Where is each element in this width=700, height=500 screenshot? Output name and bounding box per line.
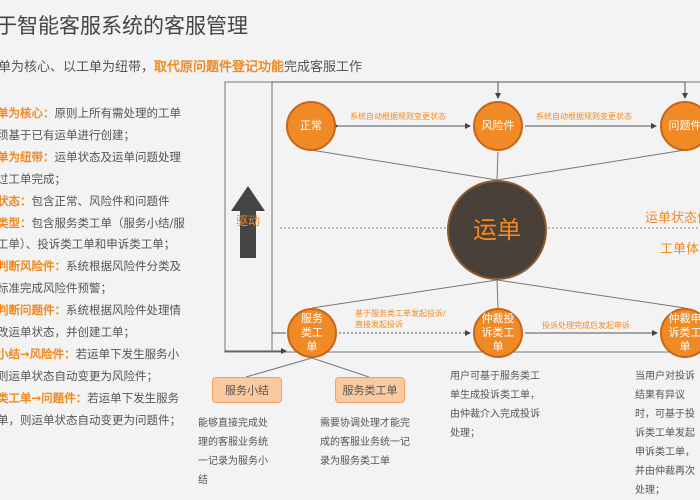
bullet-text: 包含服务类工单（服务小结/服 — [31, 215, 185, 230]
bullet-text: 系统根据风险件处理情 — [66, 303, 181, 318]
bullet-text: 单，则运单状态自动变更为问题件； — [0, 412, 181, 427]
arrow-frame-service — [224, 348, 287, 354]
bullet-key: 类工单→问题件： — [0, 390, 88, 405]
bullet-line: 单为核心：原则上所有需处理的工单 — [0, 105, 181, 121]
drive-arrow-icon — [231, 186, 265, 258]
subtitle: 单为核心、以工单为纽带，取代原问题件登记功能完成客服工作 — [0, 56, 362, 75]
link-risk-center — [496, 151, 499, 181]
state-risk: 风险件 — [473, 101, 523, 151]
desc-appeal: 当用户对投诉结果有异议时，可基于投诉类工单发起申诉类工单，并由仲裁再次处理； — [635, 371, 695, 496]
bullet-text: 过工单完成； — [0, 171, 66, 186]
bullet-line: 小结→风险件：若运单下发生服务小 — [0, 346, 179, 362]
edge-label-normal-risk: 系统自动根据规则变更状态 — [350, 112, 446, 121]
edge-label-complaint-appeal: 投诉处理完成后发起申诉 — [542, 321, 630, 330]
bullet-text: 标准完成风险件预警； — [0, 281, 112, 296]
bullet-line: 改运单状态，并创建工单； — [0, 324, 135, 340]
bullet-text: 包含正常、风险件和问题件 — [31, 193, 170, 208]
bullet-key: 单为核心： — [0, 106, 55, 120]
bullet-line: 判断问题件：系统根据风险件处理情 — [0, 302, 181, 318]
bullet-text: 系统根据风险件分类及 — [66, 259, 181, 274]
ticket-appeal: 仲裁申诉类工单 — [660, 308, 700, 358]
bullet-line: 状态：包含正常、风险件和问题件 — [0, 193, 170, 209]
subtitle-text: 单为核心、以工单为纽带， — [0, 60, 155, 75]
link-normal-center — [310, 149, 498, 181]
bullet-text: 工单）、投诉类工单和申诉类工单； — [0, 237, 176, 252]
bullet-text: 若运单下发生服务小 — [75, 346, 180, 361]
page-title: 于智能客服系统的客服管理 — [0, 14, 248, 38]
bullet-line: 单为纽带：运单状态及运单问题处理 — [0, 149, 181, 165]
link-center-complaint — [496, 279, 499, 309]
box-service-summary: 服务小结 — [212, 377, 282, 403]
bullet-key: 类型： — [0, 215, 32, 230]
edge-label-service-complaint: 基于服务类工单发起投诉/ 直接发起投诉 — [355, 309, 446, 329]
subtitle-text-end: 完成客服工作 — [284, 60, 363, 75]
link-center-appeal — [496, 279, 686, 309]
desc-complaint: 用户可基于服务类工单生成投诉类工单，由仲裁介入完成投诉处理； — [450, 371, 540, 439]
desc-service-summary: 能够直接完成处理的客服业务统一记录为服务小结 — [198, 418, 268, 486]
bullet-line: 须基于已有运单进行创建； — [0, 127, 135, 143]
bullet-key: 判断风险件： — [0, 259, 66, 274]
side-label-status: 运单状态体 — [645, 211, 700, 226]
bullet-line: 单，则运单状态自动变更为问题件； — [0, 412, 181, 428]
center-waybill: 运单 — [447, 180, 547, 280]
bullet-line: 标准完成风险件预警； — [0, 280, 112, 296]
desc-service-ticket: 需要协调处理才能完成的客服业务统一记录为服务类工单 — [320, 418, 410, 467]
edge-label-risk-problem: 系统自动根据规则变更状态 — [536, 112, 632, 121]
state-problem: 问题件 — [660, 101, 700, 151]
diagram-lines — [224, 81, 700, 378]
side-label-ticket: 工单体系 — [660, 242, 700, 257]
bullet-line: 则运单状态自动变更为风险件； — [0, 368, 158, 384]
ticket-complaint: 仲裁投诉类工单 — [473, 308, 523, 358]
bullet-line: 过工单完成； — [0, 171, 66, 187]
bullet-key: 状态： — [0, 193, 32, 208]
bullet-text: 改运单状态，并创建工单； — [0, 325, 135, 339]
bullet-line: 工单）、投诉类工单和申诉类工单； — [0, 236, 175, 252]
bullet-text: 若运单下发生服务 — [87, 390, 180, 405]
arrow-to-problem — [498, 81, 688, 99]
bullet-key: 小结→风险件： — [0, 346, 76, 361]
bullet-text: 原则上所有需处理的工单 — [54, 106, 182, 120]
bullet-key: 判断问题件： — [0, 303, 66, 318]
box-service-ticket: 服务类工单 — [335, 377, 405, 403]
bullet-text: 则运单状态自动变更为风险件； — [0, 368, 158, 383]
state-normal: 正常 — [286, 101, 336, 151]
bullet-line: 类工单→问题件：若运单下发生服务 — [0, 390, 179, 406]
drive-label: 驱动 — [236, 214, 261, 228]
link-service-ticket — [311, 357, 370, 378]
bullet-line: 类型：包含服务类工单（服务小结/服 — [0, 215, 185, 231]
arrow-to-risk — [272, 81, 501, 99]
subtitle-highlight: 取代原问题件登记功能 — [154, 60, 285, 75]
ticket-service: 服务类工单 — [287, 308, 337, 358]
bullet-line: 判断风险件：系统根据风险件分类及 — [0, 258, 181, 274]
link-problem-center — [496, 149, 686, 181]
bullet-text: 须基于已有运单进行创建； — [0, 127, 135, 142]
link-center-service — [311, 279, 498, 309]
link-service-summary — [245, 357, 313, 378]
bullet-text: 运单状态及运单问题处理 — [54, 149, 182, 164]
bullet-key: 单为纽带： — [0, 149, 55, 164]
